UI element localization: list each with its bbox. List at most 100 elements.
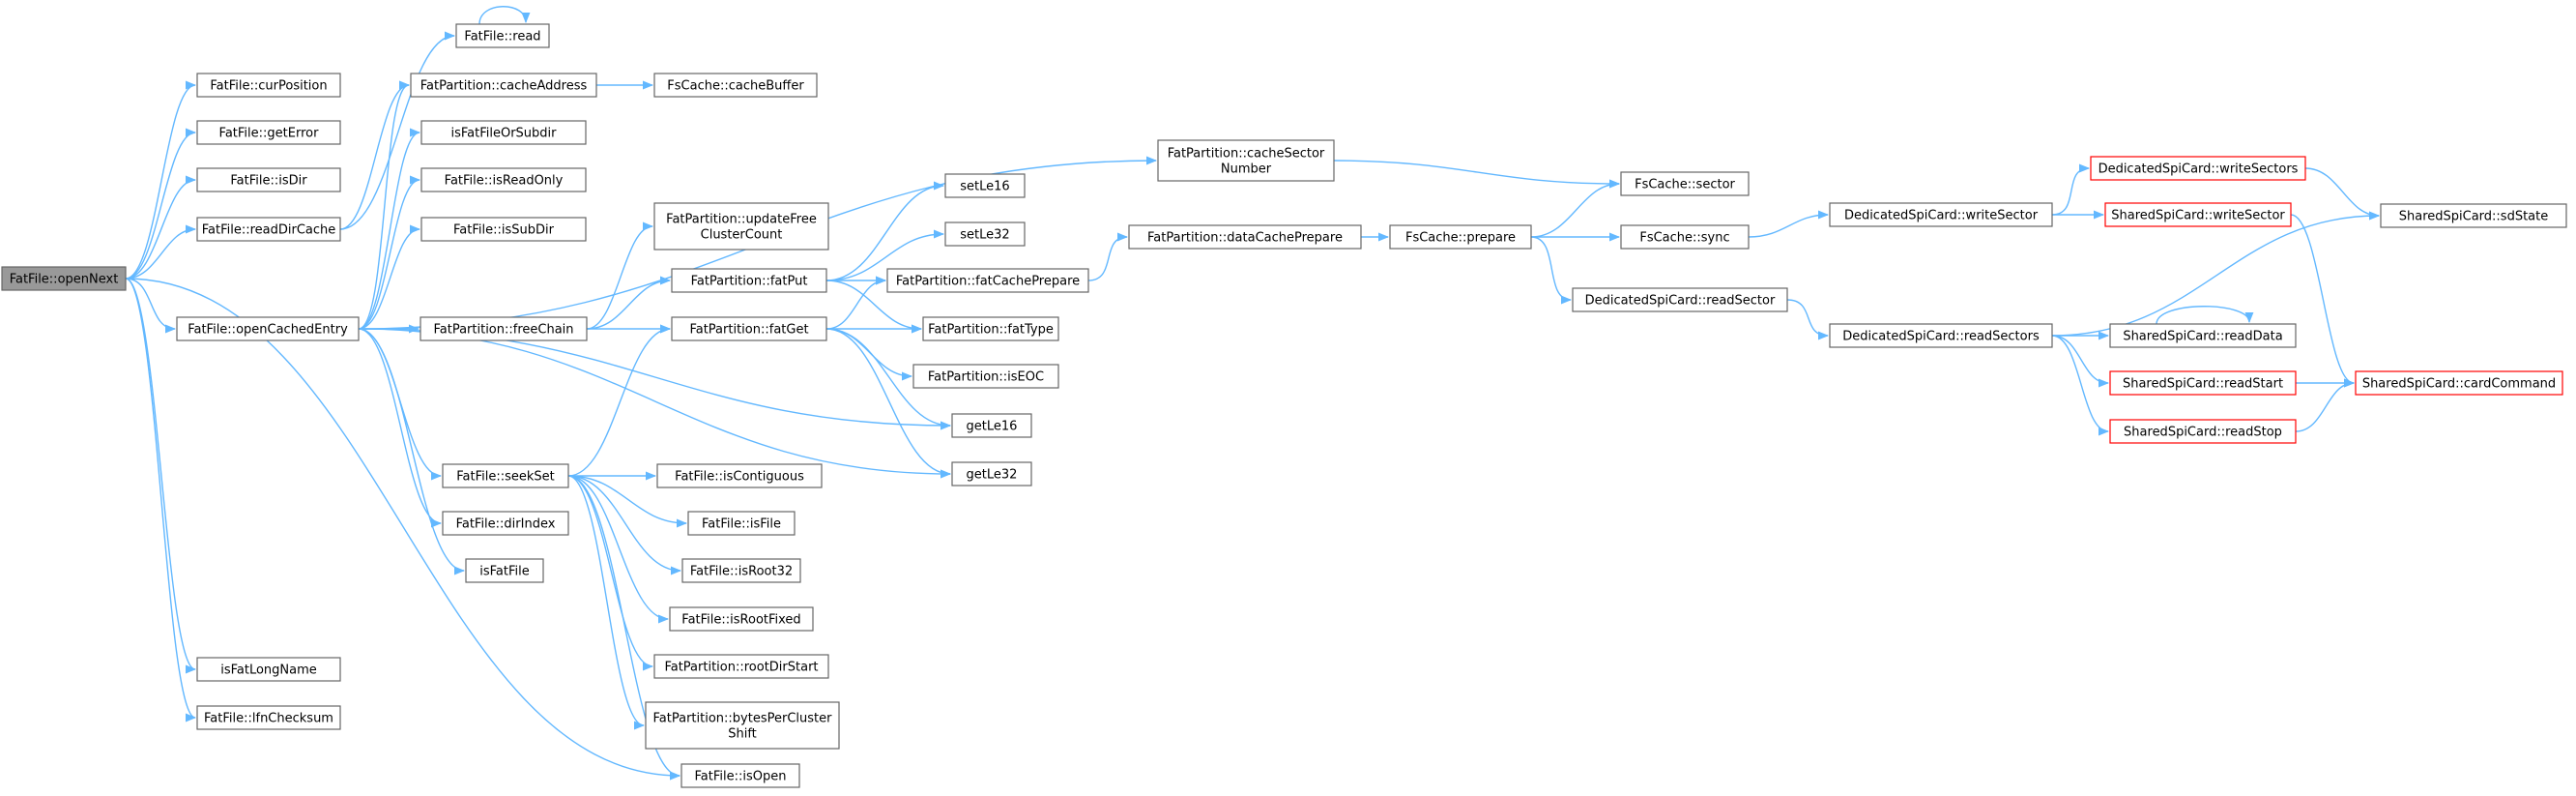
edge-openCachedEntry-to-dirIndex — [358, 328, 443, 528]
node-isFile[interactable]: FatFile::isFile — [687, 511, 796, 536]
node-getLe32[interactable]: getLe32 — [951, 461, 1032, 486]
node-box — [1620, 224, 1750, 250]
edge-openNext-to-curPosition — [125, 80, 197, 280]
node-fatPut[interactable]: FatPartition::fatPut — [671, 268, 827, 293]
node-label: FatFile::isReadOnly — [445, 174, 564, 189]
edge-openCachedEntry-to-isFatFileOrSubdir — [358, 128, 421, 330]
node-label: setLe16 — [960, 180, 1009, 194]
node-dataCachePrepare[interactable]: FatPartition::dataCachePrepare — [1128, 224, 1362, 250]
node-fatType[interactable]: FatPartition::fatType — [922, 316, 1059, 341]
node-isRoot32[interactable]: FatFile::isRoot32 — [681, 558, 801, 583]
node-dirIndex[interactable]: FatFile::dirIndex — [442, 511, 569, 536]
node-box — [196, 217, 341, 242]
node-isDir[interactable]: FatFile::isDir — [196, 167, 341, 192]
node-dWriteSector[interactable]: DedicatedSpiCard::writeSector — [1829, 202, 2053, 227]
node-fatCachePrepare[interactable]: FatPartition::fatCachePrepare — [886, 268, 1089, 293]
node-readStop[interactable]: SharedSpiCard::readStop — [2109, 419, 2297, 444]
node-isReadOnly[interactable]: FatFile::isReadOnly — [420, 167, 587, 192]
node-isFatFile[interactable]: isFatFile — [465, 558, 544, 583]
node-sector[interactable]: FsCache::sector — [1620, 171, 1750, 196]
node-read[interactable]: FatFile::read — [455, 23, 550, 48]
edge-fatCachePrepare-to-dataCachePrepare — [1087, 232, 1129, 281]
node-box — [669, 606, 814, 632]
node-curPosition[interactable]: FatFile::curPosition — [196, 73, 341, 98]
node-openCachedEntry[interactable]: FatFile::openCachedEntry — [176, 316, 360, 341]
node-prepare[interactable]: FsCache::prepare — [1389, 224, 1532, 250]
edge-openNext-to-isOpen — [125, 278, 681, 781]
node-label: FsCache::sync — [1639, 231, 1729, 246]
node-isSubDir[interactable]: FatFile::isSubDir — [420, 217, 587, 242]
node-rootDirStart[interactable]: FatPartition::rootDirStart — [653, 654, 829, 679]
node-dWriteSectors[interactable]: DedicatedSpiCard::writeSectors — [2090, 156, 2306, 181]
node-isFatFileOrSubdir[interactable]: isFatFileOrSubdir — [420, 120, 587, 145]
node-label: setLe32 — [960, 228, 1009, 243]
node-isRootFixed[interactable]: FatFile::isRootFixed — [669, 606, 814, 632]
node-box — [2109, 323, 2297, 348]
node-box — [196, 705, 341, 730]
node-readDirCache[interactable]: FatFile::readDirCache — [196, 217, 341, 242]
node-label: DedicatedSpiCard::readSector — [1585, 294, 1776, 309]
node-box — [1128, 224, 1362, 250]
node-getLe16[interactable]: getLe16 — [951, 413, 1032, 438]
node-cardCommand[interactable]: SharedSpiCard::cardCommand — [2355, 370, 2563, 396]
edge-freeChain-to-fatPut — [586, 276, 672, 330]
node-isEOC[interactable]: FatPartition::isEOC — [912, 364, 1059, 389]
node-box — [2109, 370, 2297, 396]
edge-seekSet-to-isOpen — [567, 475, 681, 781]
edge-readDirCache-to-read — [339, 31, 456, 230]
edge-dReadSectors-to-readStart — [2051, 335, 2110, 388]
node-box — [196, 73, 341, 98]
node-getError[interactable]: FatFile::getError — [196, 120, 341, 145]
node-box — [886, 268, 1089, 293]
node-label: FatFile::getError — [219, 127, 320, 141]
node-label: FatPartition::rootDirStart — [664, 661, 818, 675]
edge-fatGet-to-fatCachePrepare — [825, 276, 887, 330]
node-setLe32[interactable]: setLe32 — [944, 221, 1026, 247]
node-box — [442, 511, 569, 536]
node-sync[interactable]: FsCache::sync — [1620, 224, 1750, 250]
edge-sync-to-dWriteSector — [1748, 210, 1830, 238]
edge-openNext-to-isFatLongName — [125, 278, 197, 674]
node-readData[interactable]: SharedSpiCard::readData — [2109, 323, 2297, 348]
node-label: FatFile::dirIndex — [456, 517, 556, 532]
node-label: SharedSpiCard::writeSector — [2111, 209, 2285, 223]
node-freeChain[interactable]: FatPartition::freeChain — [420, 316, 588, 341]
node-cacheAddress[interactable]: FatPartition::cacheAddress — [410, 73, 597, 98]
node-sWriteSector[interactable]: SharedSpiCard::writeSector — [2104, 202, 2292, 227]
edge-openNext-to-readDirCache — [125, 224, 197, 280]
node-box — [420, 167, 587, 192]
node-label: FatFile::isRoot32 — [690, 565, 793, 579]
node-cacheBuffer[interactable]: FsCache::cacheBuffer — [653, 73, 818, 98]
node-seekSet[interactable]: FatFile::seekSet — [442, 463, 569, 488]
node-label: FatFile::seekSet — [456, 470, 555, 485]
node-label: FsCache::prepare — [1405, 231, 1516, 246]
node-label: DedicatedSpiCard::writeSectors — [2098, 162, 2299, 177]
node-box — [1620, 171, 1750, 196]
node-box — [442, 463, 569, 488]
node-isContiguous[interactable]: FatFile::isContiguous — [656, 463, 823, 488]
node-label: FatPartition::cacheAddress — [420, 79, 588, 94]
node-readStart[interactable]: SharedSpiCard::readStart — [2109, 370, 2297, 396]
node-box — [465, 558, 544, 583]
node-setLe16[interactable]: setLe16 — [944, 173, 1026, 198]
node-box — [410, 73, 597, 98]
node-box — [653, 202, 829, 251]
edge-seekSet-to-isRootFixed — [567, 475, 670, 624]
node-lfnChecksum[interactable]: FatFile::lfnChecksum — [196, 705, 341, 730]
node-openNext[interactable]: FatFile::openNext — [1, 266, 127, 291]
node-label: SharedSpiCard::cardCommand — [2362, 377, 2556, 392]
node-label: FatFile::isDir — [230, 174, 307, 189]
node-isOpen[interactable]: FatFile::isOpen — [680, 763, 800, 788]
node-dReadSectors[interactable]: DedicatedSpiCard::readSectors — [1829, 323, 2053, 348]
node-label: FatFile::lfnChecksum — [204, 712, 333, 726]
node-label: DedicatedSpiCard::readSectors — [1842, 330, 2040, 344]
node-dReadSector[interactable]: DedicatedSpiCard::readSector — [1572, 287, 1788, 312]
node-isFatLongName[interactable]: isFatLongName — [196, 657, 341, 682]
node-box — [2380, 203, 2567, 228]
node-sdState[interactable]: SharedSpiCard::sdState — [2380, 203, 2567, 228]
node-fatGet[interactable]: FatPartition::fatGet — [671, 316, 827, 341]
